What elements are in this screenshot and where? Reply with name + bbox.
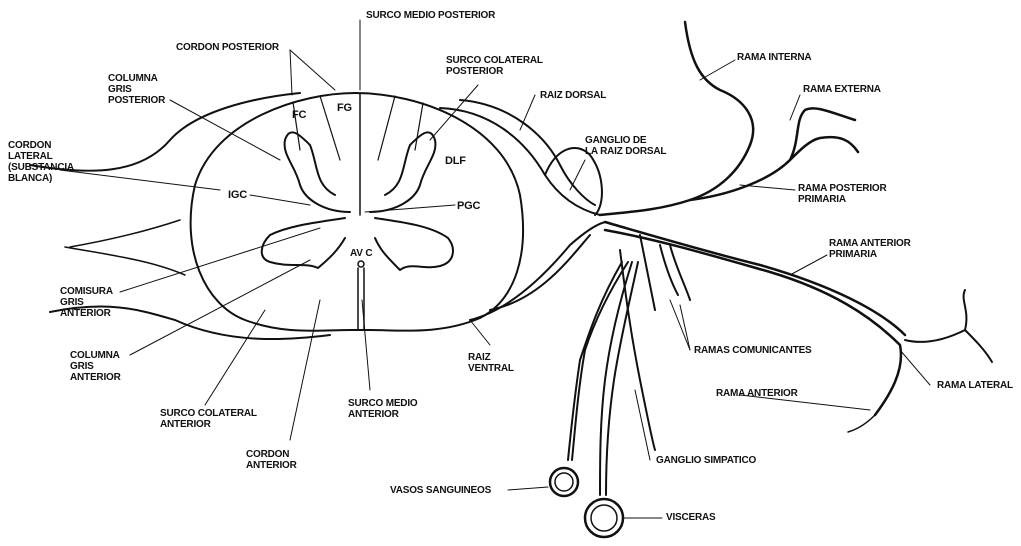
rama-interna-branch [685,22,753,145]
label-rama-lateral: RAMA LATERAL [937,380,1013,391]
label-vasos-sanguineos: VASOS SANGUINEOS [390,485,491,496]
label-pgc: PGC [457,201,480,212]
label-surco-colateral-posterior: SURCO COLATERAL POSTERIOR [446,55,543,77]
label-surco-colateral-anterior: SURCO COLATERAL ANTERIOR [160,408,257,430]
label-ganglio-simpatico: GANGLIO SIMPATICO [656,455,756,466]
label-avc: AV C [350,248,372,259]
label-cordon-lateral: CORDON LATERAL (SUBSTANCIA BLANCA) [8,140,74,184]
label-igc: IGC [228,190,247,201]
leader-lines [60,20,930,518]
ventral-root [470,222,605,320]
label-rama-anterior-primaria: RAMA ANTERIOR PRIMARIA [829,238,911,260]
label-surco-medio-anterior: SURCO MEDIO ANTERIOR [348,398,417,420]
label-cordon-posterior: CORDON POSTERIOR [176,42,279,53]
label-rama-posterior-primaria: RAMA POSTERIOR PRIMARIA [798,183,887,205]
blood-vessel-inner [555,473,573,491]
label-fc: FC [292,110,306,121]
label-ramas-comunicantes: RAMAS COMUNICANTES [694,345,812,356]
viscera-line-2 [568,262,622,460]
central-canal [358,261,364,267]
label-fg: FG [337,103,352,114]
rami-communicantes [640,235,690,310]
label-columna-gris-anterior: COLUMNA GRIS ANTERIOR [70,350,121,383]
ventral-root-outer [490,235,590,310]
label-rama-anterior: RAMA ANTERIOR [716,388,798,399]
label-visceras: VISCERAS [666,512,716,523]
blood-vessel-circle [550,468,578,496]
rama-lateral-branch [905,290,992,362]
anterior-median-fissure [358,268,364,330]
label-rama-externa: RAMA EXTERNA [803,84,881,95]
rama-anterior-branch [848,415,875,432]
label-comisura-gris-anterior: COMISURA GRIS ANTERIOR [60,286,113,319]
label-ganglio-raiz-dorsal: GANGLIO DE LA RAIZ DORSAL [585,135,666,157]
viscera-inner [591,505,617,531]
label-surco-medio-posterior: SURCO MEDIO POSTERIOR [366,10,495,21]
label-rama-interna: RAMA INTERNA [737,52,811,63]
label-cordon-anterior: CORDON ANTERIOR [246,449,297,471]
label-dlf: DLF [445,156,466,167]
label-raiz-ventral: RAIZ VENTRAL [468,352,514,374]
label-raiz-dorsal: RAIZ DORSAL [540,90,606,101]
label-columna-gris-posterior: COLUMNA GRIS POSTERIOR [108,73,165,106]
left-wedge [65,220,185,275]
